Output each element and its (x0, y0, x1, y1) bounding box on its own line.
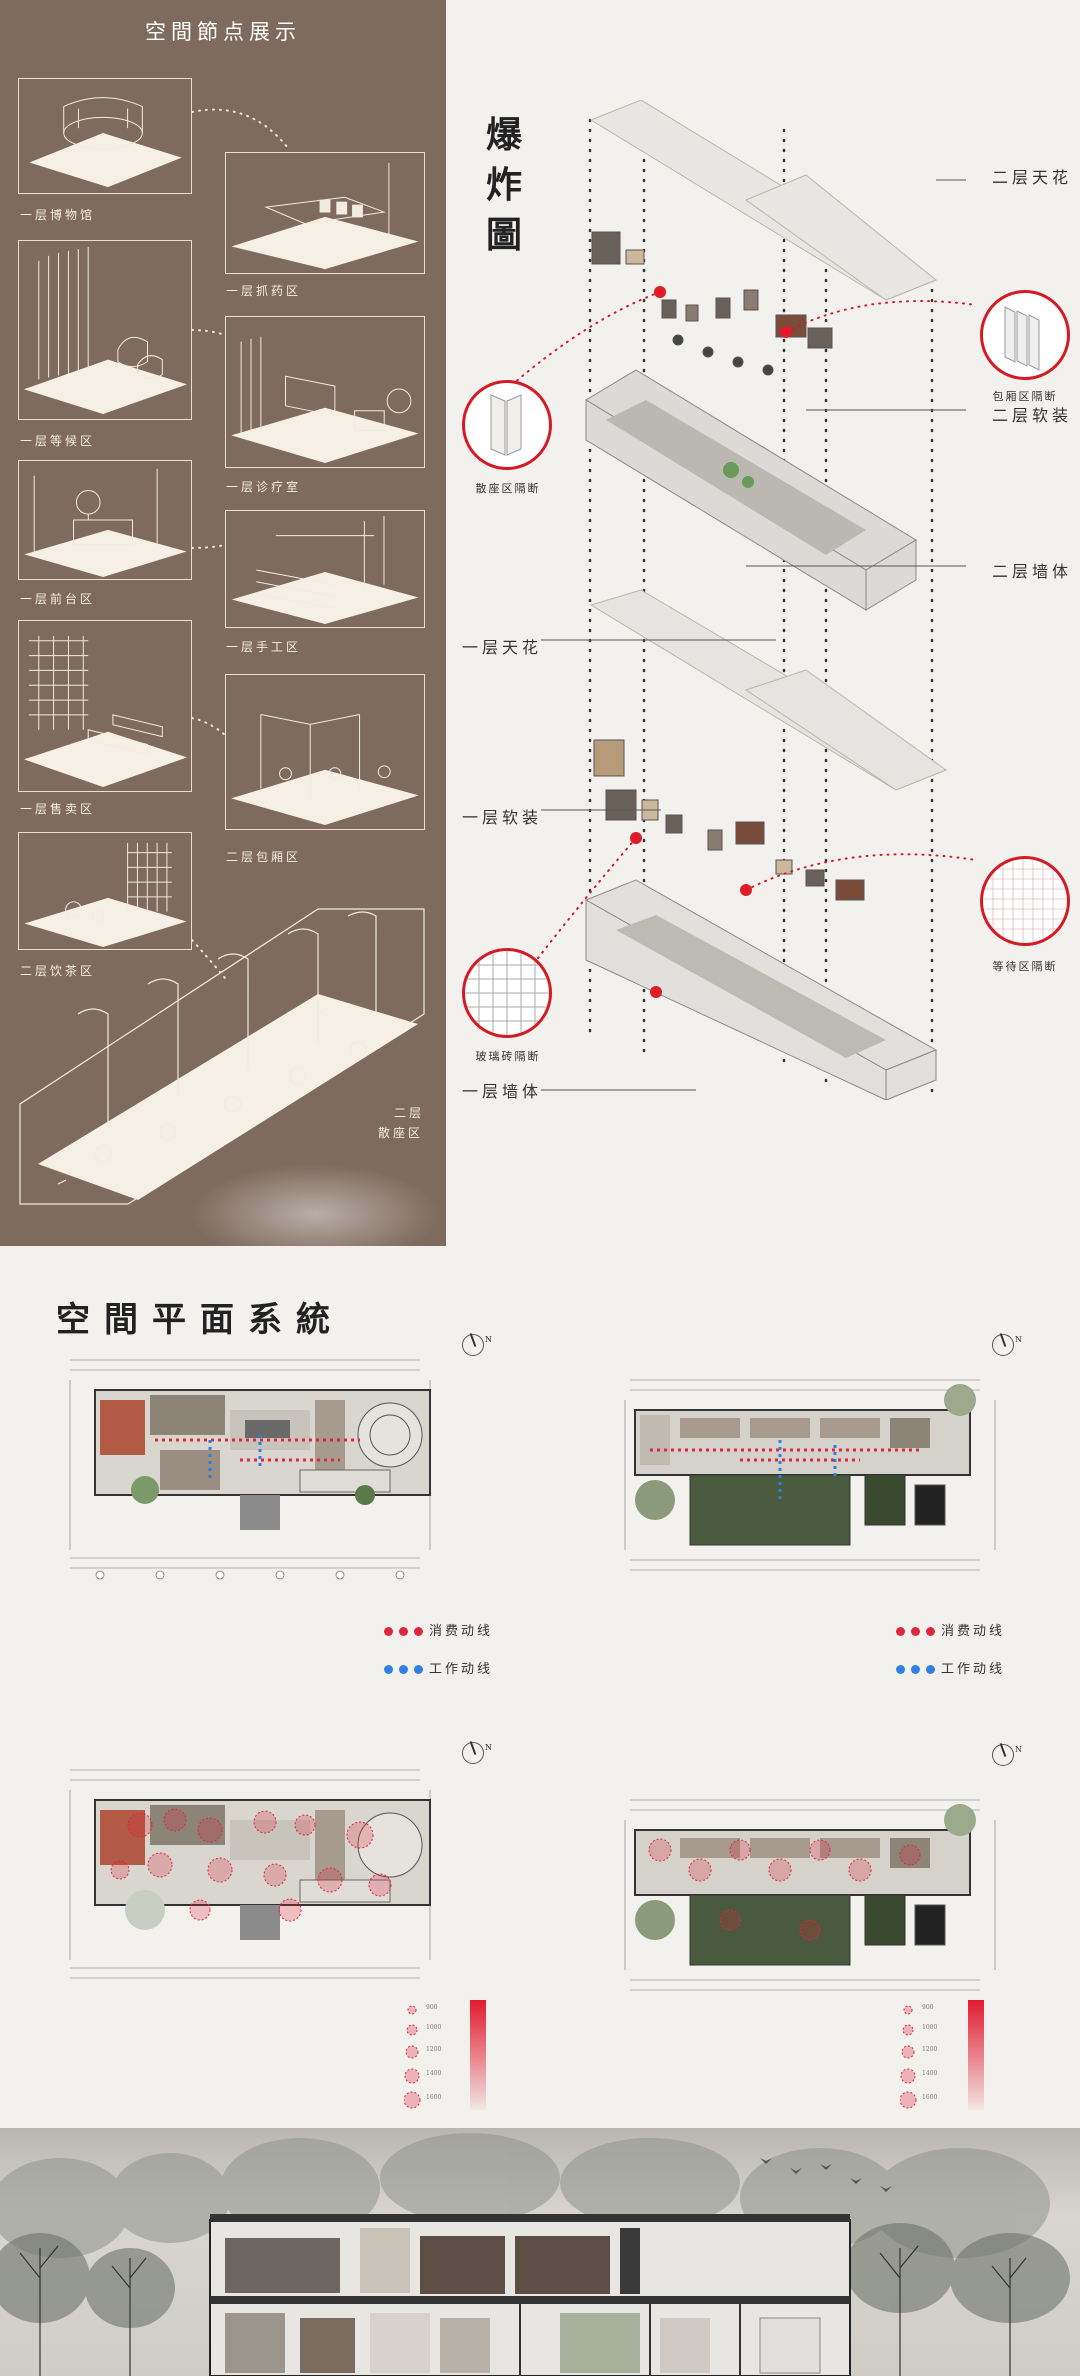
heat-legend-value: 900 (426, 2004, 438, 2011)
layer-label: 二层天花 (992, 168, 1073, 187)
vignette-label: 一层等候区 (20, 434, 96, 448)
north-arrow-icon: N (462, 1334, 492, 1356)
vignette-waiting (18, 240, 192, 420)
vignette-craft (225, 510, 425, 628)
detail-circle-glass-brick-partition (462, 948, 552, 1038)
space-nodes-panel: 空間節点展示 一层博物馆 一层抓药区 一层等候区 一层诊疗室 一层前台区 一层手… (0, 0, 446, 1246)
legend-work: 工作动线 (896, 1658, 1005, 1677)
vignette-label: 二层饮茶区 (20, 964, 96, 978)
plan-2f-heatmap: N (620, 1744, 1022, 2010)
vignette-dining-hall (18, 904, 426, 1212)
heat-scale-bar (470, 2000, 486, 2110)
vignette-label: 一层诊疗室 (226, 480, 302, 494)
legend-consume: 消费动线 (384, 1620, 493, 1639)
legend-consume: 消费动线 (896, 1620, 1005, 1639)
north-arrow-icon: N (992, 1334, 1022, 1356)
vignette-shop (18, 620, 192, 792)
heat-legend-value: 900 (922, 2004, 934, 2011)
vignette-label: 二层包厢区 (226, 850, 302, 864)
heat-legend-value: 1200 (426, 2046, 442, 2053)
heat-legend-value: 1200 (922, 2046, 938, 2053)
detail-label: 等待区隔断 (992, 960, 1058, 973)
heat-legend-value: 1000 (922, 2024, 938, 2031)
vignette-pharmacy (225, 152, 425, 274)
vignette-clinic (225, 316, 425, 468)
vignette-label: 一层抓药区 (226, 284, 302, 298)
vignette-label: 一层博物馆 (20, 208, 96, 222)
vignette-reception (18, 460, 192, 580)
vignette-museum (18, 78, 192, 194)
vignette-label: 散座区 (378, 1126, 424, 1140)
heat-legend-1f: 900 1000 1200 1400 1600 (403, 2000, 464, 2114)
layer-label: 二层软装 (992, 406, 1073, 425)
explode-title: 爆炸圖 (485, 114, 522, 256)
heat-scale-bar (968, 2000, 984, 2110)
layer-label: 二层墙体 (992, 562, 1073, 581)
layer-label: 一层墙体 (462, 1082, 543, 1101)
detail-label: 玻璃砖隔断 (475, 1050, 541, 1063)
heat-legend-value: 1600 (426, 2094, 442, 2101)
heat-legend-value: 1400 (426, 2070, 442, 2077)
detail-circle-open-seating-partition (462, 380, 552, 470)
connector-lines (191, 108, 289, 979)
fog-decoration (180, 1160, 446, 1246)
plan-1f-heatmap: N (60, 1742, 492, 1995)
detail-circle-waiting-partition (980, 856, 1070, 946)
heat-legend-value: 1400 (922, 2070, 938, 2077)
vignette-label: 一层前台区 (20, 592, 96, 606)
north-arrow-icon: N (992, 1744, 1022, 1766)
layer-label: 一层软装 (462, 808, 543, 827)
plan-2f-circulation: N (620, 1334, 1022, 1590)
vignette-label: 二层 (394, 1106, 425, 1120)
heat-legend-2f: 900 1000 1200 1400 1600 (899, 2000, 960, 2114)
vignette-label: 一层手工区 (226, 640, 302, 654)
nodes-panel-title: 空間節点展示 (145, 20, 301, 44)
heat-legend-value: 1000 (426, 2024, 442, 2031)
legend-work: 工作动线 (384, 1658, 493, 1677)
vignette-tea-area (18, 832, 192, 950)
vignette-box-room (225, 674, 425, 830)
vignette-label: 一层售卖区 (20, 802, 96, 816)
north-arrow-icon: N (462, 1742, 492, 1764)
detail-label: 散座区隔断 (475, 482, 541, 495)
plans-title: 空間平面系統 (56, 1300, 344, 1340)
building-section (0, 2128, 1080, 2376)
exploded-axonometric (505, 100, 977, 1100)
detail-circle-box-partition (980, 290, 1070, 380)
detail-label: 包厢区隔断 (992, 390, 1058, 403)
layer-label: 一层天花 (462, 638, 543, 657)
heat-legend-value: 1600 (922, 2094, 938, 2101)
plan-1f-circulation: N (60, 1334, 492, 1585)
